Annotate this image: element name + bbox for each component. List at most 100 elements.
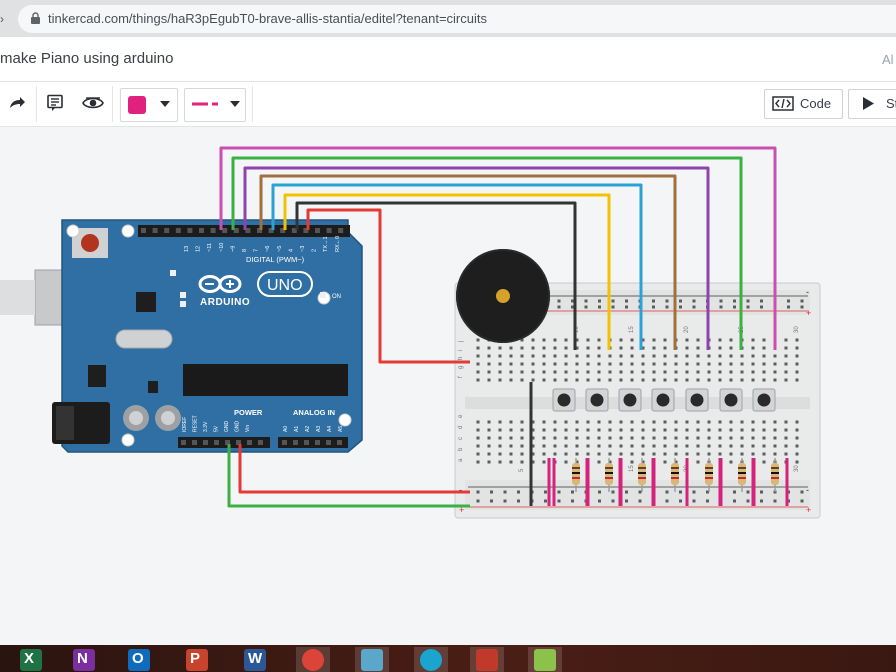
header-pin[interactable] — [282, 440, 287, 445]
breadboard-hole[interactable] — [575, 436, 579, 440]
pushbuttons[interactable] — [552, 388, 776, 412]
breadboard-hole[interactable] — [641, 444, 645, 448]
breadboard-hole[interactable] — [542, 346, 546, 350]
rail-hole[interactable] — [746, 490, 750, 494]
pushbutton-cap[interactable] — [623, 393, 637, 407]
rail-hole[interactable] — [746, 499, 750, 503]
rail-hole[interactable] — [800, 490, 804, 494]
breadboard-hole[interactable] — [729, 452, 733, 456]
header-pin[interactable] — [214, 440, 219, 445]
breadboard-hole[interactable] — [630, 338, 634, 342]
breadboard-hole[interactable] — [564, 378, 568, 382]
breadboard-hole[interactable] — [509, 362, 513, 366]
breadboard-hole[interactable] — [487, 362, 491, 366]
rail-hole[interactable] — [476, 490, 480, 494]
line-style-icon[interactable] — [192, 100, 218, 108]
breadboard-hole[interactable] — [597, 444, 601, 448]
rail-hole[interactable] — [733, 499, 736, 503]
rail-hole[interactable] — [611, 490, 615, 494]
breadboard-hole[interactable] — [762, 452, 766, 456]
breadboard-hole[interactable] — [542, 428, 546, 432]
rail-hole[interactable] — [544, 499, 547, 503]
breadboard-hole[interactable] — [740, 354, 744, 358]
breadboard-hole[interactable] — [542, 452, 546, 456]
breadboard-hole[interactable] — [575, 378, 579, 382]
breadboard-hole[interactable] — [718, 420, 722, 424]
breadboard-hole[interactable] — [751, 346, 755, 350]
breadboard-hole[interactable] — [707, 378, 711, 382]
breadboard-hole[interactable] — [718, 370, 722, 374]
breadboard-hole[interactable] — [762, 420, 766, 424]
breadboard-hole[interactable] — [564, 444, 568, 448]
resistor[interactable] — [605, 463, 613, 485]
breadboard-hole[interactable] — [487, 346, 491, 350]
rail-hole[interactable] — [692, 299, 696, 303]
breadboard-hole[interactable] — [542, 436, 546, 440]
rail-hole[interactable] — [625, 299, 628, 303]
rail-hole[interactable] — [800, 299, 804, 303]
rail-hole[interactable] — [503, 499, 507, 503]
breadboard-hole[interactable] — [575, 346, 579, 350]
rail-hole[interactable] — [598, 499, 601, 503]
breadboard-hole[interactable] — [696, 436, 700, 440]
rail-hole[interactable] — [476, 499, 480, 503]
breadboard-hole[interactable] — [487, 420, 491, 424]
breadboard-hole[interactable] — [509, 370, 513, 374]
breadboard-hole[interactable] — [729, 346, 733, 350]
breadboard-hole[interactable] — [564, 460, 568, 464]
breadboard-hole[interactable] — [476, 428, 480, 432]
wire-green[interactable] — [231, 156, 743, 350]
rail-hole[interactable] — [706, 490, 709, 494]
breadboard-hole[interactable] — [476, 444, 480, 448]
breadboard-hole[interactable] — [641, 338, 645, 342]
rail-hole[interactable] — [638, 490, 642, 494]
breadboard-hole[interactable] — [476, 338, 480, 342]
breadboard-hole[interactable] — [553, 420, 557, 424]
breadboard-hole[interactable] — [641, 370, 645, 374]
breadboard-hole[interactable] — [795, 436, 799, 440]
chevron-down-icon[interactable] — [160, 101, 170, 107]
code-button-label[interactable]: Code — [800, 96, 832, 111]
breadboard-hole[interactable] — [542, 370, 546, 374]
header-pin[interactable] — [268, 228, 274, 233]
pushbutton-cap[interactable] — [656, 393, 670, 407]
breadboard-hole[interactable] — [718, 354, 722, 358]
breadboard-hole[interactable] — [729, 460, 733, 464]
rail-hole[interactable] — [571, 490, 574, 494]
header-pin[interactable] — [326, 440, 331, 445]
breadboard-hole[interactable] — [531, 378, 535, 382]
header-pin[interactable] — [152, 228, 158, 233]
breadboard-hole[interactable] — [784, 370, 788, 374]
breadboard-hole[interactable] — [729, 354, 733, 358]
header-pin[interactable] — [245, 228, 251, 233]
rail-hole[interactable] — [490, 499, 493, 503]
breadboard-hole[interactable] — [553, 354, 557, 358]
rail-hole[interactable] — [692, 305, 696, 309]
breadboard-hole[interactable] — [641, 346, 645, 350]
breadboard-hole[interactable] — [597, 436, 601, 440]
breadboard-hole[interactable] — [674, 370, 678, 374]
breadboard-hole[interactable] — [740, 452, 744, 456]
breadboard-hole[interactable] — [751, 428, 755, 432]
breadboard-hole[interactable] — [476, 378, 480, 382]
breadboard-hole[interactable] — [685, 452, 689, 456]
breadboard-hole[interactable] — [641, 428, 645, 432]
breadboard-hole[interactable] — [564, 452, 568, 456]
breadboard-hole[interactable] — [762, 436, 766, 440]
breadboard-hole[interactable] — [652, 436, 656, 440]
rail-hole[interactable] — [557, 305, 561, 309]
taskbar-excel-icon[interactable]: X — [14, 647, 48, 672]
rail-hole[interactable] — [598, 299, 601, 303]
breadboard-hole[interactable] — [630, 420, 634, 424]
breadboard-hole[interactable] — [487, 370, 491, 374]
breadboard-hole[interactable] — [740, 444, 744, 448]
breadboard-hole[interactable] — [795, 370, 799, 374]
pushbutton[interactable] — [719, 388, 743, 412]
breadboard-hole[interactable] — [641, 378, 645, 382]
breadboard-hole[interactable] — [696, 362, 700, 366]
pushbutton[interactable] — [685, 388, 709, 412]
taskbar-onenote-icon[interactable]: N — [67, 647, 101, 672]
rail-hole[interactable] — [719, 299, 723, 303]
pushbutton-cap[interactable] — [690, 393, 704, 407]
resistor[interactable] — [705, 463, 713, 485]
